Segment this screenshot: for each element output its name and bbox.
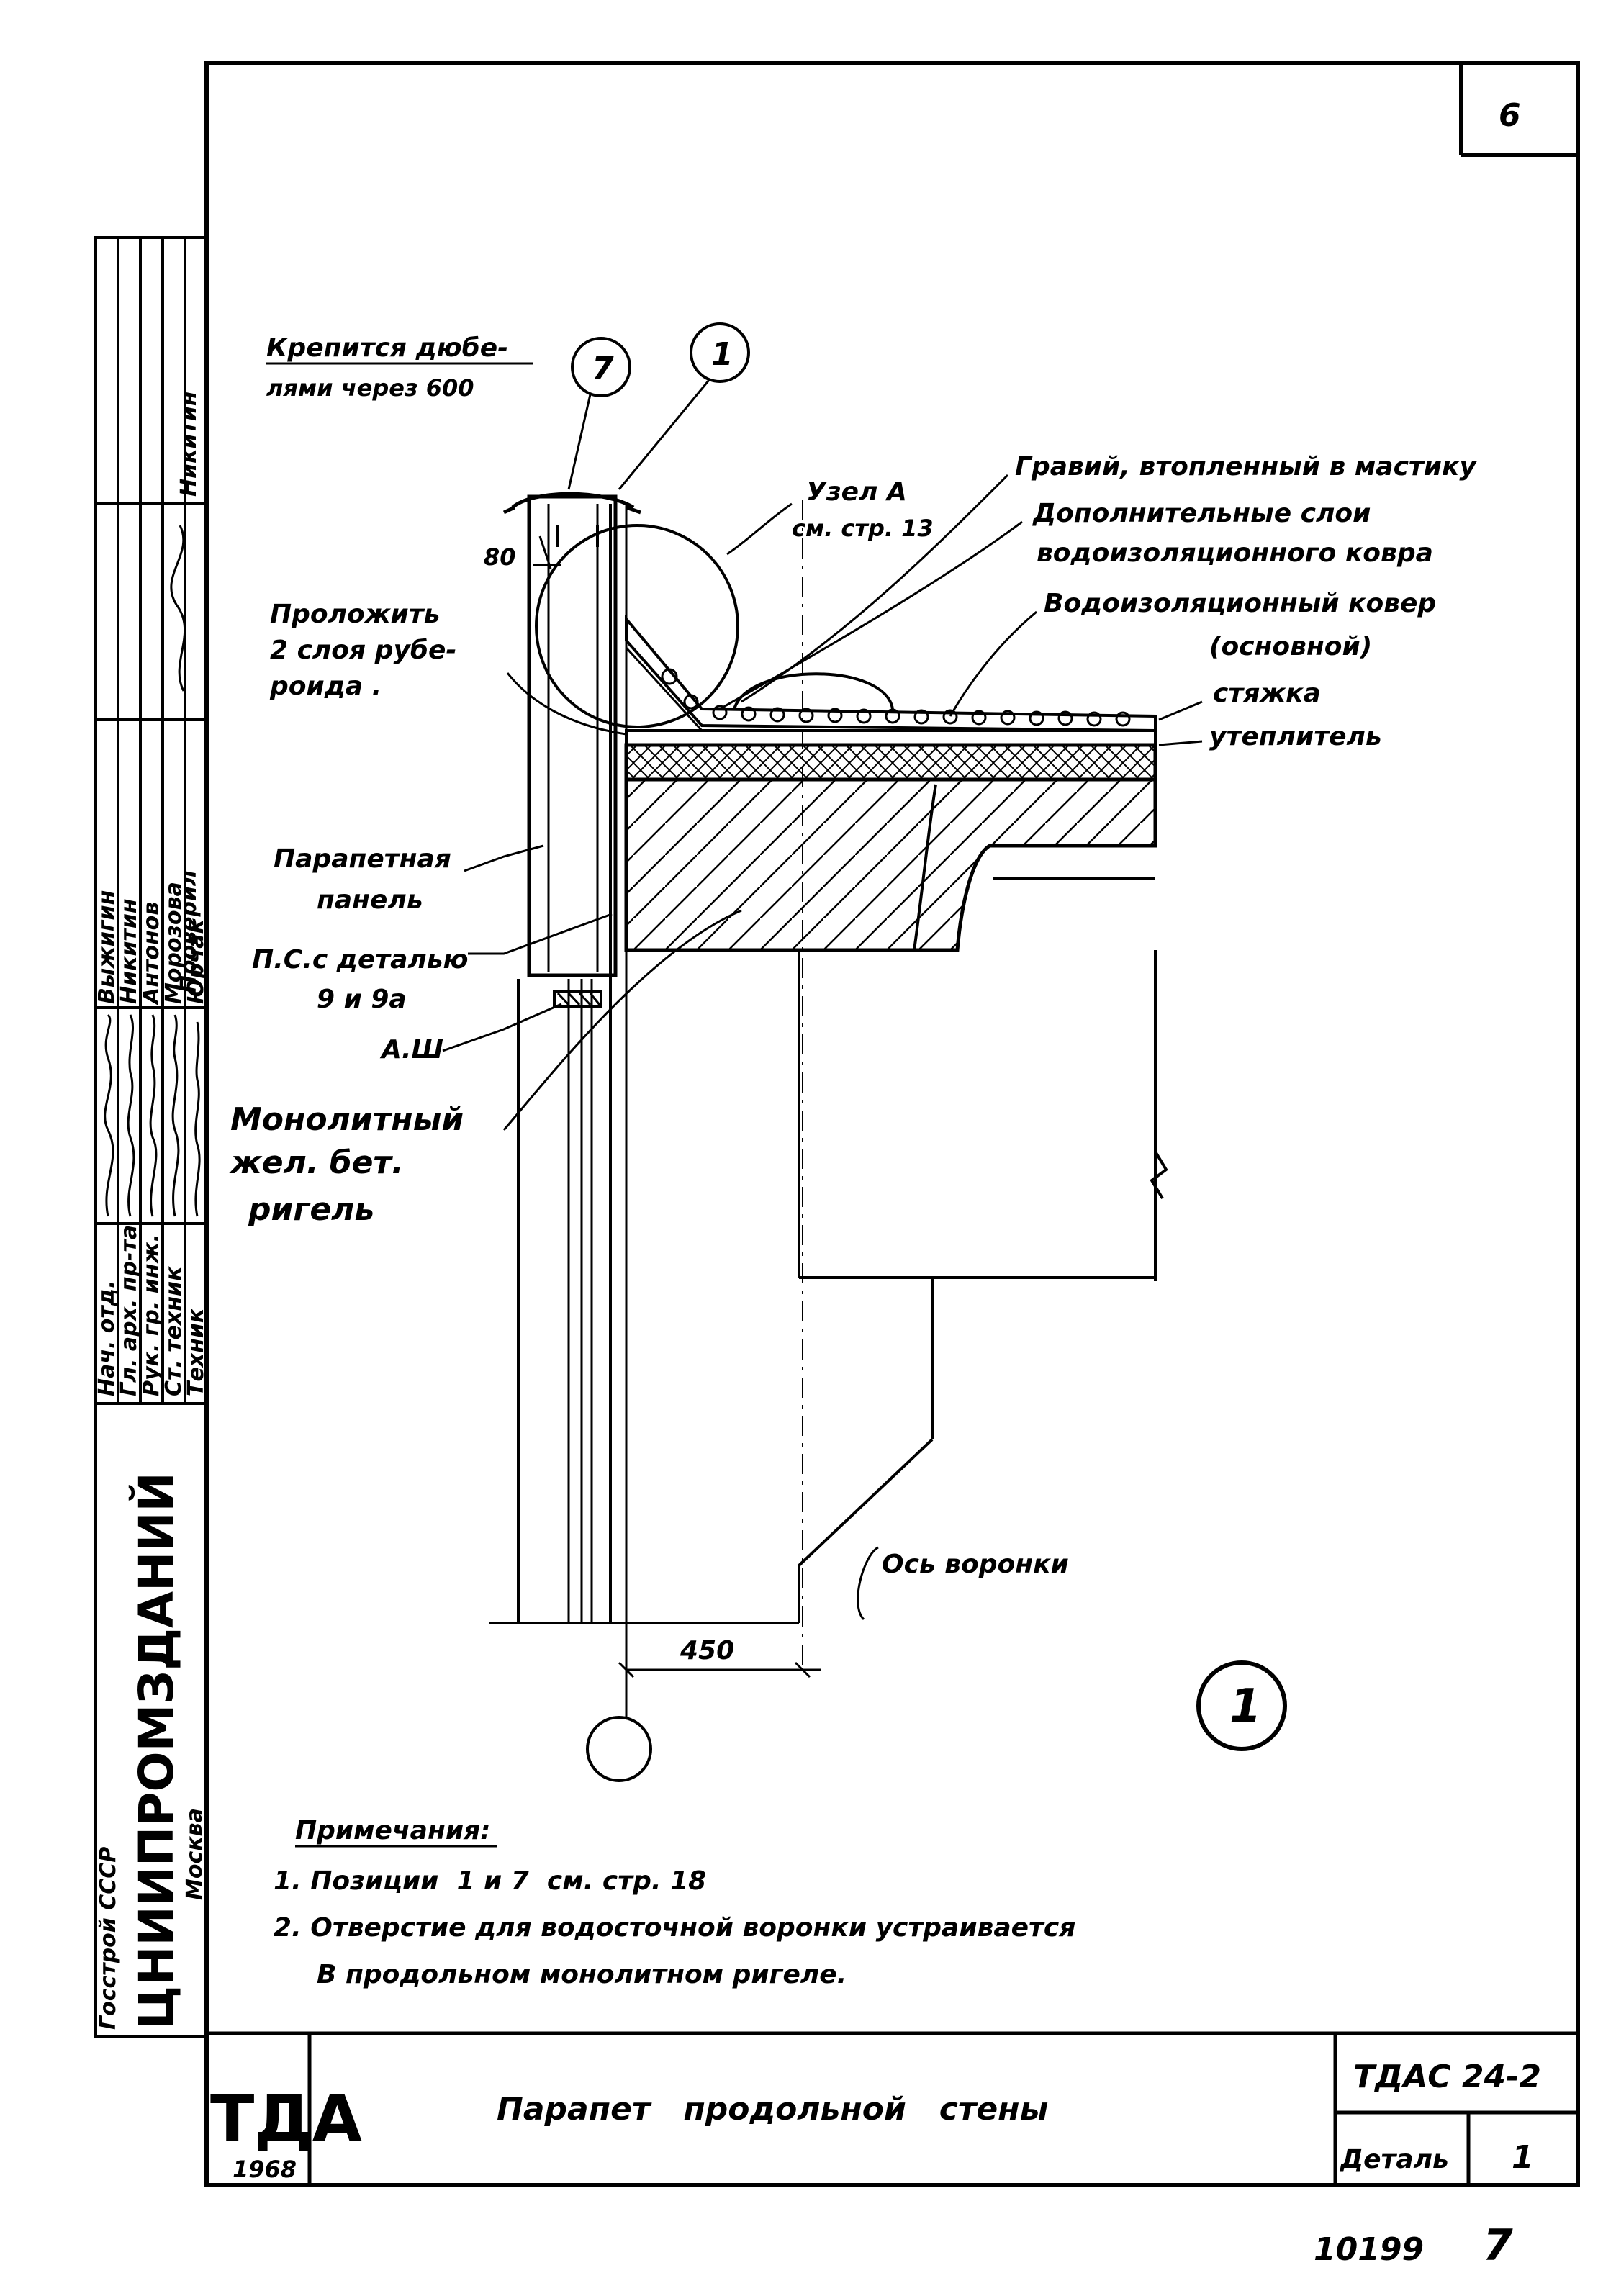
screed-label: стяжка	[1213, 679, 1321, 708]
stamp-checked-name: Никитин	[176, 391, 202, 497]
main-carpet-label-2: (основной)	[1209, 632, 1372, 661]
girder-below	[798, 500, 1168, 1670]
archive-number: 10199	[1314, 2231, 1424, 2268]
stamp-name-5: Юрчак	[184, 918, 209, 1004]
girder-label-1: Монолитный	[230, 1101, 464, 1138]
felt-label-1: Проложить	[270, 600, 440, 629]
gravel-label: Гравий, втопленный в мастику	[1015, 452, 1477, 482]
parapet-label-2: панель	[317, 885, 423, 915]
felt-label-2: 2 слоя рубе-	[270, 636, 456, 665]
note-line-1: 1. Позиции 1 и 7 см. стр. 18	[274, 1866, 706, 1896]
section-mark-label: 1	[1229, 1680, 1262, 1733]
stamp-role-5: Техник	[184, 1308, 209, 1396]
funnel-axis-label: Ось воронки	[882, 1550, 1069, 1579]
pos7-label: 7	[592, 351, 614, 387]
checked-signature	[170, 525, 186, 692]
archive-page: 7	[1483, 2220, 1513, 2271]
note-line-2: 2. Отверстие для водосточной воронки уст…	[274, 1913, 1075, 1943]
dim-80-label: 80	[484, 543, 516, 571]
detail-number: 1	[1512, 2139, 1534, 2176]
screed-layer	[625, 729, 1157, 746]
org-parent: Госстрой СССР	[96, 1847, 121, 2030]
axis-bubble	[586, 1716, 652, 1782]
stamp-name-4: Морозова	[161, 882, 186, 1004]
org-name: ЦНИИПРОМЗДАНИЙ	[128, 1472, 184, 2030]
insulation-layer	[624, 743, 1157, 782]
leader-lines	[442, 379, 1203, 1621]
section-mark	[1196, 1660, 1287, 1751]
ps-label-2: 9 и 9а	[317, 985, 407, 1014]
stamp-name-3: Антонов	[139, 902, 164, 1005]
a-sh-hatch	[556, 992, 601, 1006]
girder-label-2: жел. бет.	[229, 1144, 404, 1181]
slab-edge	[913, 784, 937, 951]
side-stamp	[94, 236, 208, 2038]
pos1-label: 1	[711, 336, 733, 373]
logo-letters: ТДА	[210, 2082, 363, 2157]
note-line-3: В продольном монолитном ригеле.	[317, 1960, 847, 1989]
upturn-flashing	[625, 645, 705, 732]
page-number: 6	[1499, 97, 1521, 134]
ps-label-1: П.С.с деталью	[252, 945, 469, 975]
pos7-bubble	[571, 337, 631, 397]
org-city: Москва	[182, 1808, 207, 1900]
stamp-name-2: Никитин	[117, 898, 142, 1004]
pos1-bubble	[690, 322, 750, 383]
logo-year: 1968	[233, 2156, 297, 2183]
stamp-role-4: Ст. техник	[161, 1266, 186, 1396]
detail-label: Деталь	[1340, 2145, 1449, 2174]
node-a-circle	[535, 524, 739, 728]
stamp-role-1: Нач. отд.	[94, 1280, 119, 1396]
extra-layers-label-1: Дополнительные слои	[1032, 499, 1371, 528]
stamp-checked-label: Проверил	[176, 870, 202, 993]
insulation-label: утеплитель	[1209, 722, 1382, 751]
gravel-layer	[625, 615, 1157, 733]
main-carpet-label-1: Водоизоляционный ковер	[1044, 589, 1436, 618]
handwritten-signatures	[104, 1013, 201, 1217]
parapet-panel	[502, 492, 641, 1670]
node-a-label-1: Узел А	[806, 477, 907, 507]
drawing-code: ТДАС 24-2	[1353, 2058, 1541, 2095]
extra-layers-label-2: водоизоляционного ковра	[1037, 538, 1433, 568]
felt-label-3: роида .	[269, 672, 382, 701]
anchor-label-1: Крепится дюбе-	[266, 333, 508, 363]
stamp-role-2: Гл. арх. пр-та	[117, 1225, 142, 1396]
a-sh-label: А.Ш	[379, 1035, 443, 1065]
dim-450	[618, 1661, 821, 1678]
anchor-label-2: лями через 600	[266, 374, 474, 402]
parapet-label-1: Парапетная	[274, 844, 451, 874]
title-block	[207, 2031, 1578, 2185]
node-a-label-2: см. стр. 13	[792, 515, 934, 542]
stamp-role-3: Рук. гр. инж.	[139, 1234, 164, 1396]
dim-80	[533, 535, 561, 569]
girder-section	[624, 777, 1157, 952]
gravel-stones	[661, 668, 1131, 727]
dim-450-label: 450	[680, 1636, 734, 1665]
notes-heading: Примечания:	[295, 1816, 491, 1845]
drawing-title: Парапет продольной стены	[497, 2091, 1048, 2128]
girder-label-3: ригель	[248, 1191, 374, 1228]
stamp-name-1: Выжигин	[94, 890, 119, 1004]
